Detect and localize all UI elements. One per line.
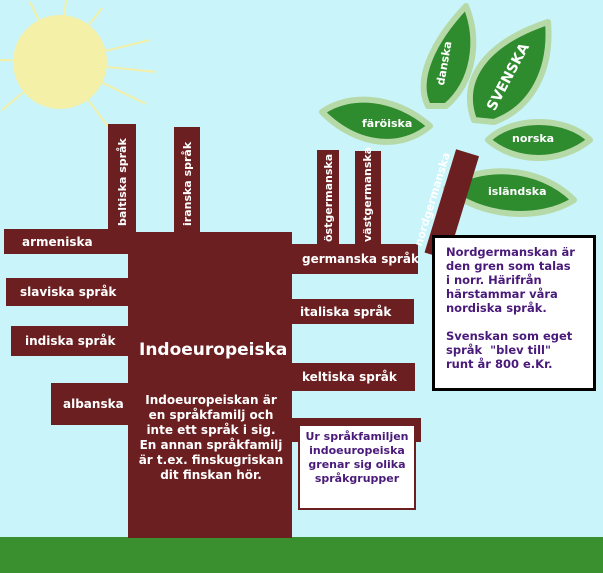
branch-label-iranska: iranska språk: [181, 141, 194, 226]
branch-label-keltiska: keltiska språk: [302, 370, 397, 384]
tree-trunk: [128, 232, 292, 538]
leaf-shape-svenska: [467, 19, 552, 125]
branch-label-albanska: albanska: [63, 397, 124, 411]
branch-albanska: albanska: [51, 383, 132, 425]
branch-label-vastgermanska: västgermanska: [361, 146, 374, 242]
leaf-shape-norska: [485, 119, 593, 161]
leaf-shape-danska: [420, 3, 477, 109]
branch-ostgermanska: [317, 150, 339, 246]
info-paragraph-2: Svenskan som eget språk "blev till" runt…: [446, 329, 573, 371]
leaf-label-islandska: isländska: [488, 185, 547, 198]
leaf-shape-faroiska: [319, 96, 433, 145]
branch-label-armeniska: armeniska: [22, 234, 93, 249]
branch-label-baltiska: baltiska språk: [116, 138, 129, 226]
branch-label-indiska: indiska språk: [25, 334, 116, 348]
leaf-shape-islandska: [443, 168, 577, 217]
language-groups-note: Ur språkfamiljen indoeuropeiska grenar s…: [298, 424, 416, 510]
leaf-label-norska: norska: [512, 132, 555, 145]
ground: [0, 537, 603, 573]
branch-label-slaviska: slaviska språk: [20, 285, 117, 299]
branch-iranska: [174, 127, 200, 235]
branch-italiska: italiska språk: [290, 299, 414, 324]
branch-baltiska: [108, 124, 136, 236]
trunk-description: Indoeuropeiskan är en språkfamilj och in…: [138, 393, 284, 482]
sun-icon: [0, 0, 157, 133]
branch-indiska: indiska språk: [11, 326, 132, 356]
leaf-label-faroiska: färöiska: [362, 117, 413, 130]
nordic-info-box: Nordgermanskan är den gren som talas i n…: [432, 235, 596, 391]
branch-vastgermanska: [355, 151, 381, 246]
branch-label-ostgermanska: östgermanska: [322, 153, 335, 242]
branch-armeniska: armeniska: [4, 229, 132, 254]
branch-keltiska: keltiska språk: [290, 363, 415, 391]
branch-label-germanska: germanska språk: [302, 252, 419, 266]
branch-germanska: germanska språk: [290, 244, 419, 274]
info-paragraph-1: Nordgermanskan är den gren som talas i n…: [446, 245, 575, 315]
branch-slaviska: slaviska språk: [6, 278, 132, 306]
trunk-title: Indoeuropeiska: [139, 340, 288, 360]
branch-label-italiska: italiska språk: [300, 304, 392, 319]
